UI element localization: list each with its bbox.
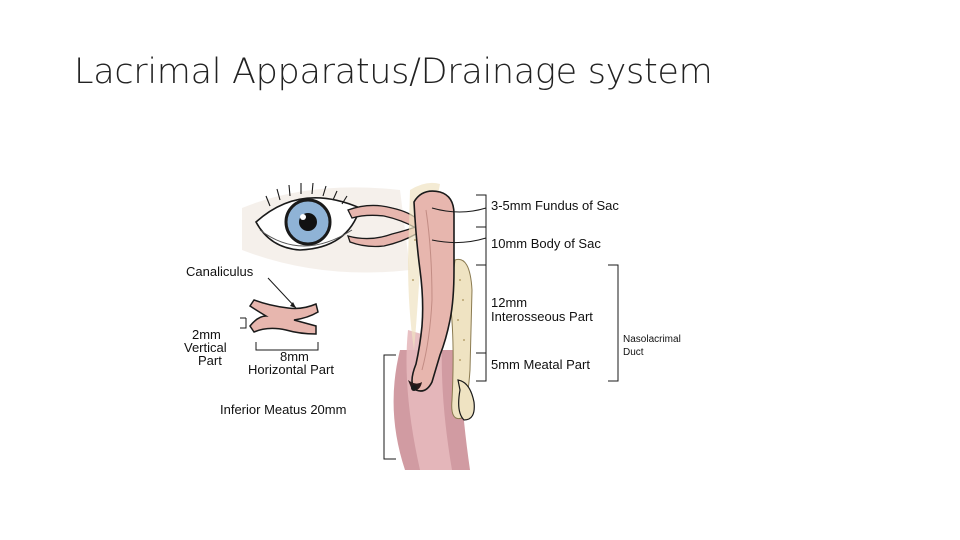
label-canaliculus: Canaliculus xyxy=(186,264,254,279)
fundus-bracket xyxy=(476,194,487,228)
label-vertical: Vertical xyxy=(184,340,227,355)
horizontal-part-bracket xyxy=(255,342,319,351)
label-inferior-meatus: Inferior Meatus 20mm xyxy=(220,402,346,417)
inferior-turbinate xyxy=(457,379,475,421)
duct-ostium xyxy=(411,385,417,391)
label-nasolacrimal: Nasolacrimal xyxy=(623,334,681,345)
eyelashes xyxy=(265,182,348,207)
maxillary-bone xyxy=(449,258,473,420)
lower-lid-line xyxy=(259,229,353,247)
label-vertical-measure: 2mm xyxy=(192,327,221,342)
vertical-part-bracket xyxy=(240,317,247,329)
eye-highlight xyxy=(300,214,306,220)
label-interosseous-measure: 12mm xyxy=(491,295,527,310)
nasolacrimal-bracket xyxy=(608,264,619,382)
canaliculus-figure xyxy=(240,277,319,351)
label-vertical-part: Part xyxy=(198,353,222,368)
label-body: 10mm Body of Sac xyxy=(491,236,601,251)
canaliculus-pointer-head xyxy=(290,302,296,308)
canaliculus-pointer xyxy=(267,277,297,309)
label-interosseous-name: Interosseous Part xyxy=(491,309,593,324)
body-leader xyxy=(431,237,487,244)
measurement-brackets xyxy=(383,194,619,460)
canaliculus-shape xyxy=(248,299,319,335)
fundus-leader xyxy=(431,207,487,213)
label-fundus: 3-5mm Fundus of Sac xyxy=(491,198,619,213)
slide-title: Lacrimal Apparatus/Drainage system xyxy=(74,52,713,92)
inferior-meatus-bracket xyxy=(383,354,396,460)
lacrimal-drainage-diagram: 3-5mm Fundus of Sac 10mm Body of Sac 12m… xyxy=(184,182,681,470)
body-bracket xyxy=(476,226,487,266)
duct-shading xyxy=(421,209,433,371)
label-meatal: 5mm Meatal Part xyxy=(491,357,590,372)
label-horizontal-measure: 8mm xyxy=(280,349,309,364)
label-duct: Duct xyxy=(623,347,644,358)
lacrimal-sac-and-duct xyxy=(411,190,455,392)
label-horizontal-part: Horizontal Part xyxy=(248,362,334,377)
eye-illustration xyxy=(242,182,410,273)
meatal-bracket xyxy=(476,352,487,382)
interosseous-bracket xyxy=(476,264,487,354)
